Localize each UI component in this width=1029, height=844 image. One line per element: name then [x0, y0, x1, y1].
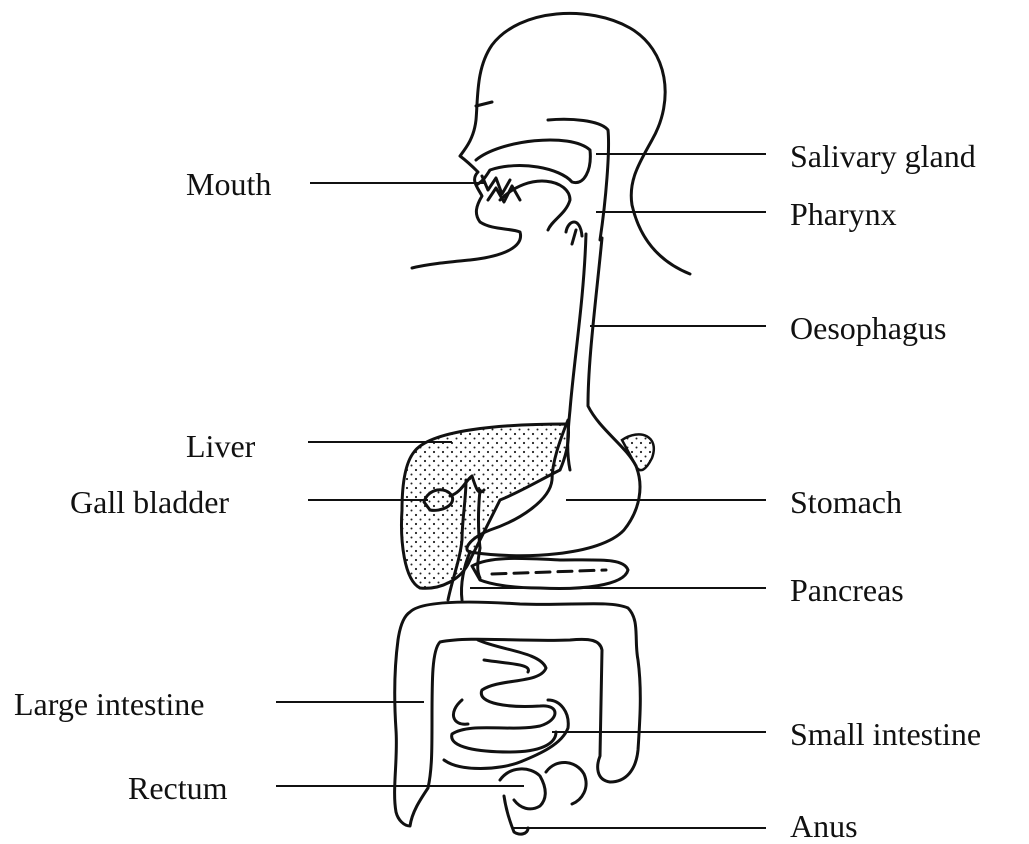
- oral-cavity: [476, 140, 590, 184]
- teeth-upper: [482, 176, 510, 194]
- small-intestine: [444, 640, 568, 769]
- oesophagus-left: [568, 234, 586, 470]
- label-liver: Liver: [186, 430, 255, 462]
- oesophagus-right: [588, 238, 602, 405]
- label-large-intestine: Large intestine: [14, 688, 204, 720]
- pharynx: [548, 119, 609, 240]
- label-anus: Anus: [790, 810, 858, 842]
- label-salivary-gland: Salivary gland: [790, 140, 976, 172]
- label-stomach: Stomach: [790, 486, 902, 518]
- large-intestine: [395, 602, 641, 826]
- epiglottis: [566, 222, 582, 244]
- label-oesophagus: Oesophagus: [790, 312, 946, 344]
- label-pharynx: Pharynx: [790, 198, 897, 230]
- label-gall-bladder: Gall bladder: [70, 486, 229, 518]
- label-mouth: Mouth: [186, 168, 271, 200]
- head-outline: [412, 13, 690, 274]
- pancreatic-duct: [492, 570, 606, 574]
- label-rectum: Rectum: [128, 772, 228, 804]
- label-small-intestine: Small intestine: [790, 718, 981, 750]
- rectum: [500, 762, 586, 834]
- label-pancreas: Pancreas: [790, 574, 904, 606]
